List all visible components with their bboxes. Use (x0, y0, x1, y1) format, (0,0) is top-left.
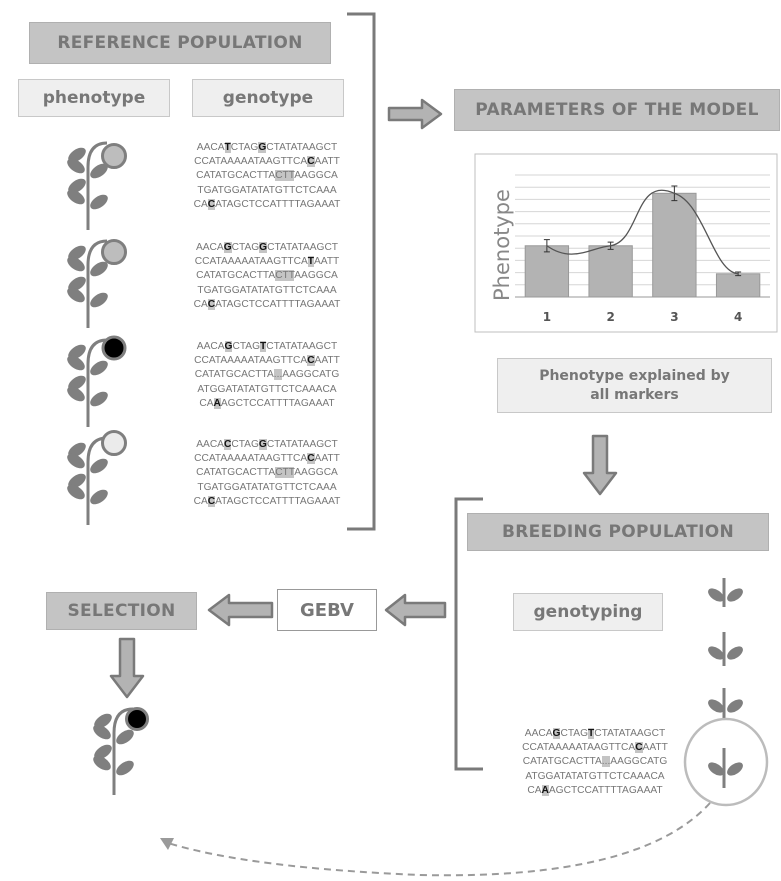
flower-icon-1 (101, 143, 127, 169)
chart-x-tick-label: 1 (543, 310, 551, 324)
chart-bar-1 (524, 245, 570, 298)
arrow-to-selected-plant (109, 637, 145, 699)
reference-population-label: REFERENCE POPULATION (29, 22, 331, 64)
chart-y-axis-label: Phenotype (490, 189, 514, 301)
flower-icon-3 (101, 335, 127, 361)
sprout-icon-2 (705, 632, 746, 666)
flower-icon-2 (101, 239, 127, 265)
flower-icon-4 (101, 430, 127, 456)
chart-x-tick-label: 2 (606, 310, 614, 324)
plant-icon-3 (64, 335, 127, 427)
phenotype-explained-label: Phenotype explained by all markers (497, 358, 772, 413)
feedback-dashed-arrow (167, 802, 711, 877)
plant-icon-2 (64, 239, 127, 328)
selection-label: SELECTION (46, 592, 197, 630)
chart-x-tick-label: 4 (734, 310, 742, 324)
genotyping-label: genotyping (513, 593, 663, 631)
chart-bar-4 (715, 273, 761, 298)
arrow-to-parameters (387, 98, 443, 130)
phenotype-label: phenotype (18, 79, 170, 117)
sprout-icon-3 (705, 688, 746, 718)
plant-icon-1 (64, 141, 127, 230)
gebv-label: GEBV (277, 589, 377, 631)
model-chart: 1 2 3 4 Phenotype (474, 153, 778, 333)
plant-icon-4 (64, 430, 127, 525)
arrow-to-selection (207, 593, 274, 627)
sprout-icon-4 (705, 748, 746, 788)
chart-bar-2 (588, 245, 633, 298)
breeding-bracket (454, 497, 483, 771)
parameters-of-model-label: PARAMETERS OF THE MODEL (454, 89, 780, 131)
arrow-to-gebv (384, 593, 447, 627)
arrow-to-breeding (582, 434, 618, 496)
selected-plant-icon (90, 707, 149, 795)
genotype-label: genotype (192, 79, 344, 117)
reference-bracket (347, 12, 376, 531)
chart-trend-line (546, 189, 739, 275)
chart-x-tick-label: 3 (670, 310, 678, 324)
chart-bar-3 (652, 192, 697, 298)
chart-frame (474, 153, 778, 333)
sprout-icon-1 (705, 578, 746, 607)
breeding-population-label: BREEDING POPULATION (467, 513, 769, 551)
selected-individual-circle (683, 717, 769, 807)
